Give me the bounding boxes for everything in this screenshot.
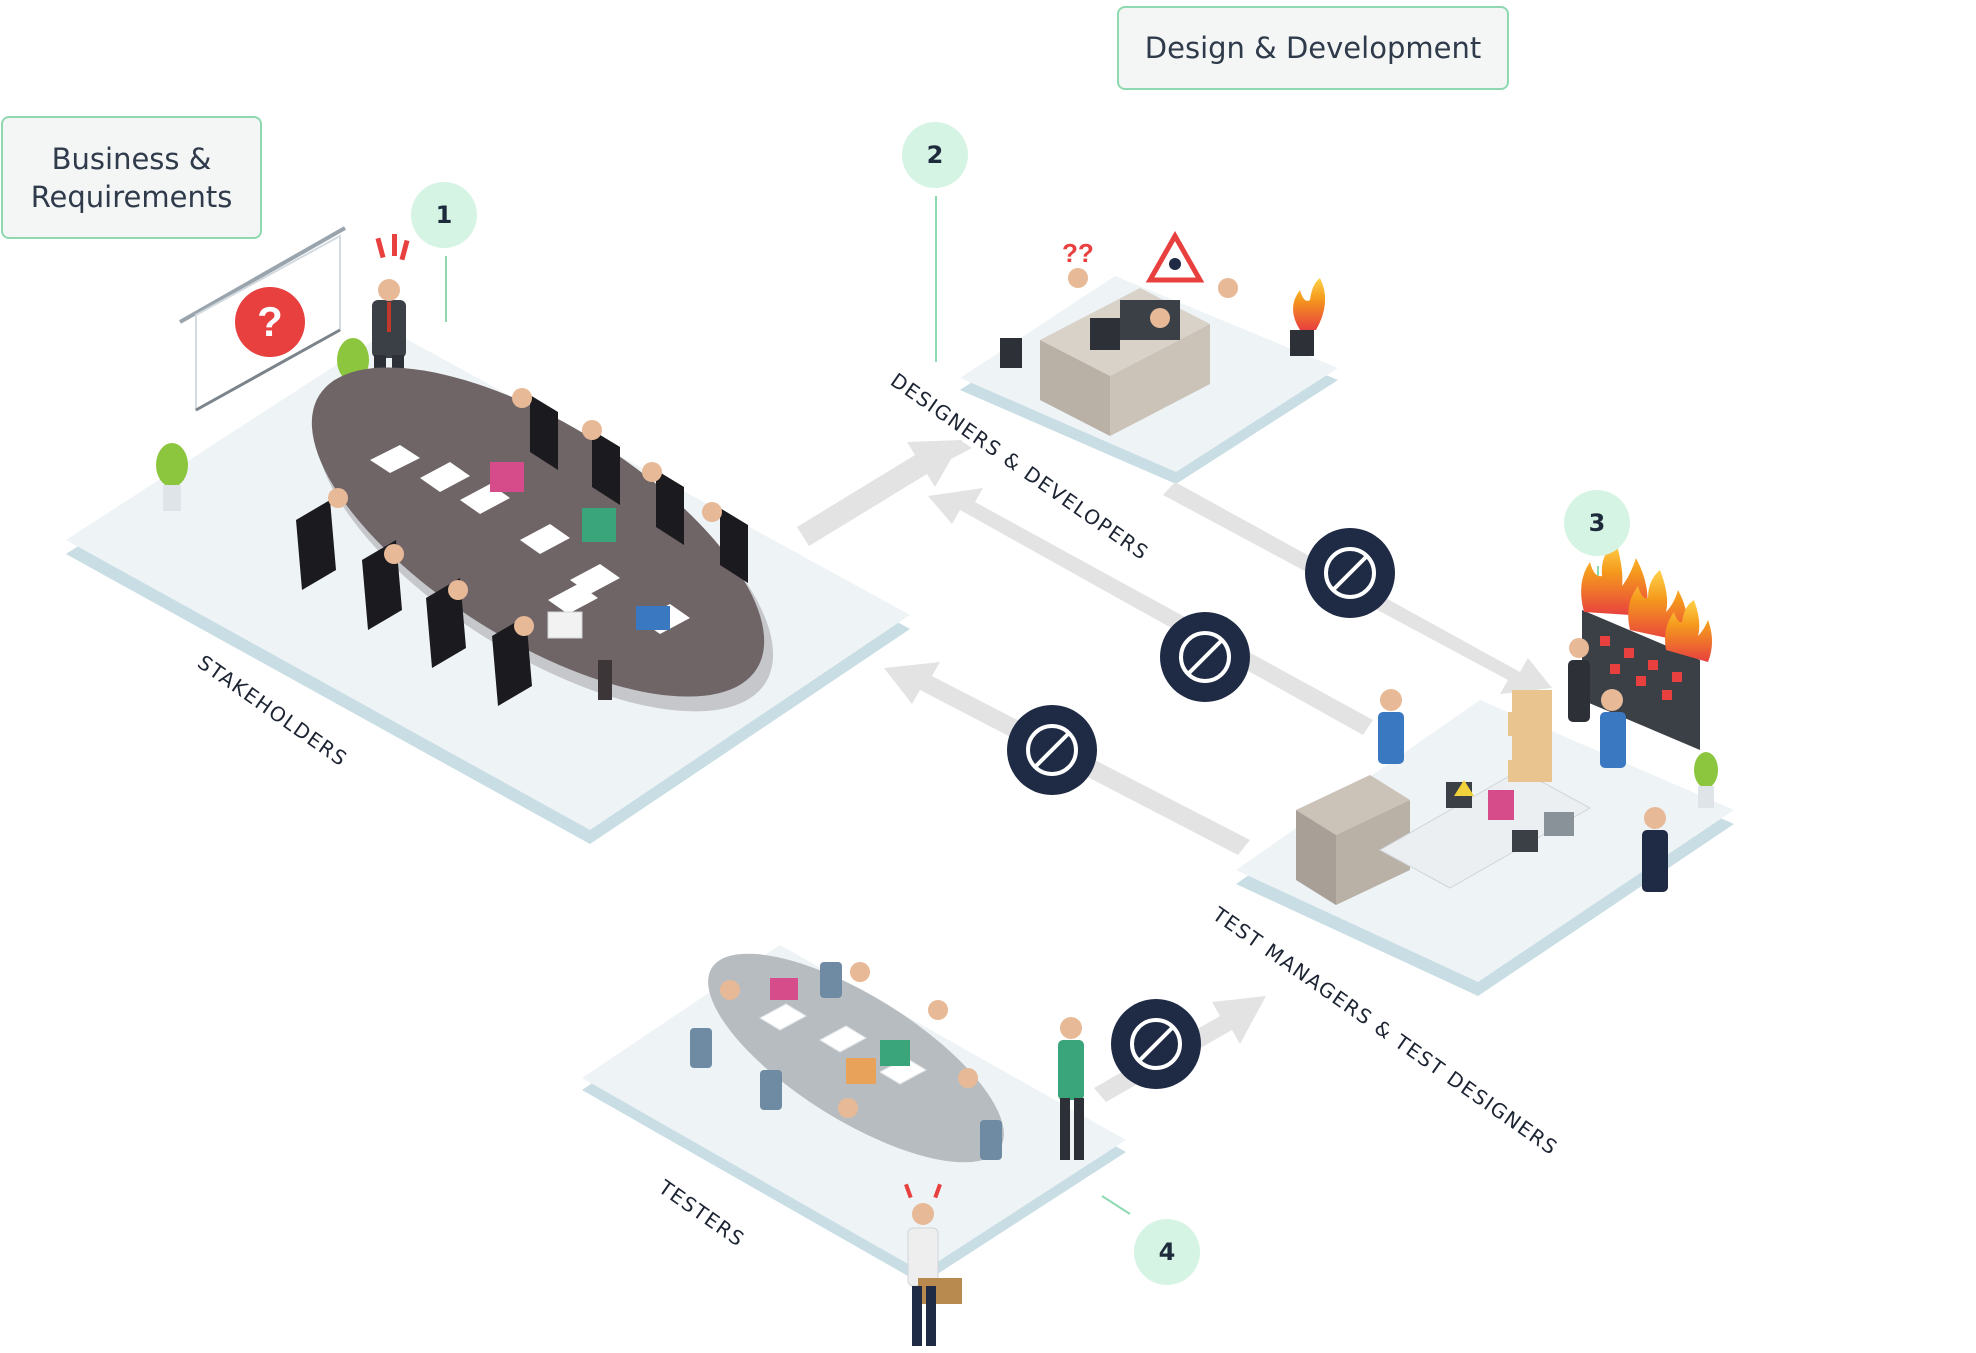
plant <box>156 443 188 511</box>
blocked-icon <box>1111 999 1201 1089</box>
blocked-icon <box>1305 528 1395 618</box>
alert-exclamation-icon: ?? <box>1062 238 1094 268</box>
warning-triangle-icon <box>1145 230 1205 283</box>
testers-scene <box>690 953 1084 1346</box>
alert-exclamation-icon <box>375 234 410 261</box>
test-managers-scene <box>1296 542 1718 905</box>
arrow-stakeholders-to-designers-2 <box>918 440 972 470</box>
section-design-development: Design & Development <box>1117 6 1509 90</box>
step-badge-2: 2 <box>902 122 968 188</box>
seated-people <box>720 962 978 1118</box>
standing-people <box>1378 638 1668 892</box>
svg-text:?: ? <box>257 298 283 345</box>
leaving-person <box>904 1183 962 1346</box>
boxes <box>1508 690 1552 782</box>
fire-icon <box>1581 542 1712 662</box>
trash-bin <box>1000 338 1022 368</box>
seated-people <box>328 388 722 636</box>
stakeholders-scene: ? <box>156 226 774 712</box>
step-badge-4: 4 <box>1134 1219 1200 1285</box>
plant <box>1694 752 1718 808</box>
svg-text:??: ?? <box>1062 238 1094 268</box>
chairs <box>690 962 1002 1160</box>
documents <box>758 1003 928 1085</box>
step-badge-3: 3 <box>1564 490 1630 556</box>
step-badge-1: 1 <box>411 182 477 248</box>
fire-icon <box>1290 278 1326 356</box>
standing-people <box>1058 1017 1084 1160</box>
book-stacks <box>770 978 910 1084</box>
arrow-stakeholders-to-designers <box>797 440 962 546</box>
designers-scene: ?? <box>1000 230 1326 436</box>
question-mark-icon: ? <box>235 287 305 357</box>
arrow-testmgr-to-designers <box>928 488 1373 735</box>
section-business-requirements: Business & Requirements <box>1 116 262 239</box>
blocked-icon <box>1160 612 1250 702</box>
alert-exclamation-icon <box>904 1183 942 1199</box>
blocked-icon <box>1007 705 1097 795</box>
seated-people <box>1068 268 1238 328</box>
book-stacks <box>490 462 670 639</box>
sticky-notes <box>1600 636 1682 700</box>
